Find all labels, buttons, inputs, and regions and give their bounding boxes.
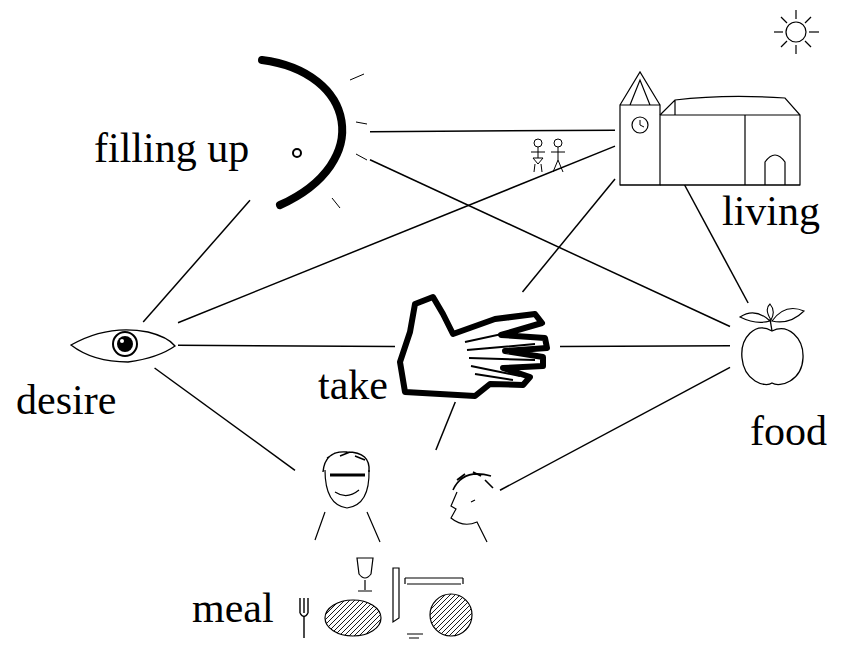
illustration: [295, 450, 500, 640]
people-figures: [528, 138, 570, 174]
drawing-stroke: [620, 184, 800, 185]
moon-node: filling up: [250, 52, 370, 212]
drawing-stroke: [293, 149, 301, 157]
drawing-stroke: [765, 155, 785, 185]
node-label: living: [720, 188, 822, 234]
illustration: [730, 303, 812, 388]
drawing-stroke: [453, 472, 493, 490]
illustration: [615, 70, 805, 185]
drawing-stroke: [451, 492, 487, 542]
drawing-stroke: [325, 600, 381, 636]
drawing-stroke: [315, 490, 380, 542]
drawing-stroke: [742, 328, 803, 384]
drawing-stroke: [405, 578, 463, 584]
illustration: [395, 292, 560, 402]
drawing-stroke: [407, 634, 423, 638]
stick-figure: [531, 139, 545, 172]
drawing-stroke: [400, 297, 547, 396]
drawing-stroke: [640, 120, 644, 127]
connector-line: [143, 200, 250, 322]
drawing-stroke: [262, 60, 342, 205]
drawing-stroke: [393, 568, 399, 622]
apple-node: food: [730, 303, 812, 388]
sun-icon: [772, 8, 822, 58]
drawing-stroke: [465, 328, 535, 380]
hand-node: take: [395, 292, 560, 402]
connector-line: [560, 345, 730, 347]
stick-figure: [551, 139, 565, 172]
connector-line: [178, 146, 615, 323]
connector-line: [436, 402, 455, 450]
church-node: living: [615, 70, 805, 185]
node-label: meal: [190, 585, 276, 631]
drawing-stroke: [120, 339, 124, 343]
drawing-stroke: [300, 598, 308, 638]
drawing-stroke: [430, 594, 472, 636]
drawing-stroke: [632, 117, 648, 133]
illustration: [68, 322, 178, 368]
drawing-stroke: [117, 336, 133, 352]
drawing-stroke: [620, 72, 660, 185]
node-label: food: [748, 408, 829, 454]
sun-rays: [774, 10, 819, 54]
connector-line: [522, 179, 615, 292]
drawing-stroke: [323, 452, 369, 472]
drawing-stroke: [71, 330, 175, 362]
illustration: [250, 52, 370, 212]
connector-line: [178, 345, 395, 346]
node-label: filling up: [92, 125, 251, 171]
drawing-stroke: [660, 96, 800, 185]
node-label: desire: [14, 377, 118, 423]
meal-node: meal: [295, 450, 500, 640]
sun-disc: [786, 22, 806, 42]
drawing-stroke: [330, 474, 365, 477]
drawing-stroke: [332, 74, 367, 208]
node-label: take: [316, 362, 390, 408]
connector-line: [155, 368, 295, 470]
connector-line: [500, 367, 730, 490]
eye-node: desire: [68, 322, 178, 368]
drawing-stroke: [325, 470, 369, 508]
drawing-stroke: [113, 332, 137, 356]
connector-line: [370, 130, 615, 131]
drawing-stroke: [357, 558, 373, 591]
drawing-stroke: [740, 304, 804, 322]
